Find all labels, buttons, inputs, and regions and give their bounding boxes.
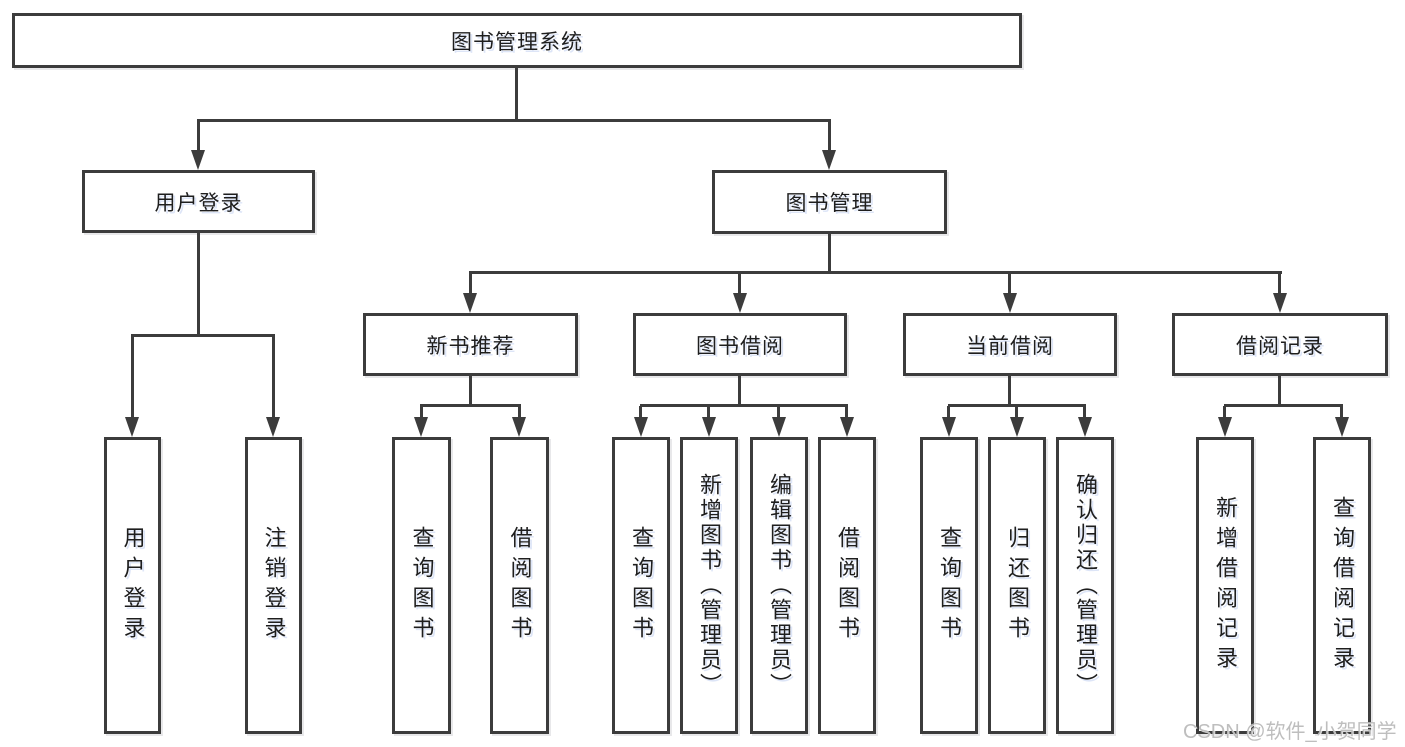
arrowhead-down-icon bbox=[942, 417, 956, 437]
leaf-borrow-add-books-admin: 新增图书（管理员） bbox=[680, 437, 738, 734]
arrowhead-down-icon bbox=[1218, 417, 1232, 437]
edge-user-login-bus bbox=[131, 334, 275, 337]
edge-user-login-shaft bbox=[131, 336, 134, 419]
node-label: 图书管理 bbox=[785, 192, 874, 215]
arrowhead-down-icon bbox=[822, 150, 836, 170]
leaf-label: 借阅图书 bbox=[507, 525, 533, 646]
edge-root-bus bbox=[197, 119, 831, 122]
leaf-label: 新增图书（管理员） bbox=[697, 473, 722, 698]
node-label: 新书推荐 bbox=[426, 334, 515, 358]
edge-current-shaft bbox=[947, 406, 950, 419]
leaf-user-login: 用户登录 bbox=[104, 437, 161, 734]
arrowhead-down-icon bbox=[266, 417, 280, 437]
edge-book-mgmt-shaft bbox=[1008, 273, 1011, 295]
edge-user-login-shaft bbox=[272, 336, 275, 419]
node-current-borrow: 当前借阅 bbox=[903, 313, 1117, 376]
node-label: 借阅记录 bbox=[1236, 334, 1324, 358]
node-book-borrow: 图书借阅 bbox=[633, 313, 847, 376]
edge-user-login-stem bbox=[197, 233, 200, 336]
arrowhead-down-icon bbox=[191, 150, 205, 170]
csdn-watermark: CSDN @软件_小贺同学 bbox=[1183, 721, 1397, 743]
node-book-management: 图书管理 bbox=[712, 170, 947, 234]
edge-recommend-bus bbox=[420, 404, 521, 407]
edge-borrow-bus bbox=[640, 404, 848, 407]
leaf-label: 借阅图书 bbox=[835, 525, 860, 646]
leaf-recommend-borrow-books: 借阅图书 bbox=[490, 437, 549, 734]
leaf-label: 查询图书 bbox=[629, 525, 654, 646]
leaf-records-add: 新增借阅记录 bbox=[1196, 437, 1254, 734]
edge-records-shaft bbox=[1223, 406, 1226, 419]
node-label: 用户登录 bbox=[154, 191, 243, 215]
edge-recommend-shaft bbox=[518, 406, 521, 419]
edge-book-mgmt-bus bbox=[469, 271, 1282, 274]
node-root: 图书管理系统 bbox=[12, 13, 1022, 68]
arrowhead-down-icon bbox=[772, 417, 786, 437]
leaf-label: 归还图书 bbox=[1005, 525, 1030, 646]
node-new-book-recommend: 新书推荐 bbox=[363, 313, 578, 376]
arrowhead-down-icon bbox=[634, 417, 648, 437]
leaf-records-query: 查询借阅记录 bbox=[1313, 437, 1371, 734]
node-borrow-records: 借阅记录 bbox=[1172, 313, 1388, 376]
leaf-recommend-query-books: 查询图书 bbox=[392, 437, 451, 734]
arrowhead-down-icon bbox=[733, 293, 747, 313]
arrowhead-down-icon bbox=[1273, 293, 1287, 313]
edge-borrow-shaft bbox=[777, 406, 780, 419]
edge-current-shaft bbox=[1015, 406, 1018, 419]
leaf-label: 确认归还（管理员） bbox=[1073, 473, 1098, 698]
leaf-label: 注销登录 bbox=[261, 525, 287, 646]
leaf-label: 查询图书 bbox=[937, 525, 962, 646]
edge-root-stem bbox=[515, 68, 518, 121]
leaf-current-confirm-return-admin: 确认归还（管理员） bbox=[1056, 437, 1114, 734]
edge-borrow-shaft bbox=[845, 406, 848, 419]
arrowhead-down-icon bbox=[1335, 417, 1349, 437]
edge-recommend-stem bbox=[469, 376, 472, 407]
edge-current-stem bbox=[1008, 376, 1011, 407]
edge-recommend-shaft bbox=[420, 406, 423, 419]
leaf-logout: 注销登录 bbox=[245, 437, 302, 734]
leaf-borrow-query-books: 查询图书 bbox=[612, 437, 670, 734]
leaf-current-query-books: 查询图书 bbox=[920, 437, 978, 734]
arrowhead-down-icon bbox=[1078, 417, 1092, 437]
edge-records-bus bbox=[1224, 404, 1343, 407]
edge-book-mgmt-shaft bbox=[1278, 273, 1281, 295]
leaf-label: 用户登录 bbox=[120, 525, 146, 646]
leaf-label: 查询借阅记录 bbox=[1330, 495, 1355, 676]
leaf-label: 查询图书 bbox=[409, 525, 435, 646]
leaf-borrow-edit-books-admin: 编辑图书（管理员） bbox=[750, 437, 808, 734]
leaf-borrow-borrow-books: 借阅图书 bbox=[818, 437, 876, 734]
edge-current-shaft bbox=[1083, 406, 1086, 419]
node-label: 图书管理系统 bbox=[451, 30, 583, 54]
node-label: 图书借阅 bbox=[696, 334, 784, 358]
arrowhead-down-icon bbox=[702, 417, 716, 437]
edge-records-shaft bbox=[1340, 406, 1343, 419]
edge-root-left-shaft bbox=[197, 121, 200, 152]
edge-root-right-shaft bbox=[828, 121, 831, 152]
arrowhead-down-icon bbox=[1003, 293, 1017, 313]
arrowhead-down-icon bbox=[1010, 417, 1024, 437]
leaf-current-return-books: 归还图书 bbox=[988, 437, 1046, 734]
arrowhead-down-icon bbox=[463, 293, 477, 313]
leaf-label: 新增借阅记录 bbox=[1213, 495, 1238, 676]
node-user-login: 用户登录 bbox=[82, 170, 315, 233]
edge-current-bus bbox=[948, 404, 1086, 407]
edge-book-mgmt-stem bbox=[828, 234, 831, 274]
node-label: 当前借阅 bbox=[966, 334, 1054, 358]
arrowhead-down-icon bbox=[414, 417, 428, 437]
edge-records-stem bbox=[1278, 376, 1281, 407]
arrowhead-down-icon bbox=[125, 417, 139, 437]
arrowhead-down-icon bbox=[512, 417, 526, 437]
edge-borrow-shaft bbox=[707, 406, 710, 419]
arrowhead-down-icon bbox=[840, 417, 854, 437]
leaf-label: 编辑图书（管理员） bbox=[767, 473, 792, 698]
edge-borrow-stem bbox=[738, 376, 741, 407]
edge-book-mgmt-shaft bbox=[738, 273, 741, 295]
edge-book-mgmt-shaft bbox=[469, 273, 472, 295]
edge-borrow-shaft bbox=[639, 406, 642, 419]
